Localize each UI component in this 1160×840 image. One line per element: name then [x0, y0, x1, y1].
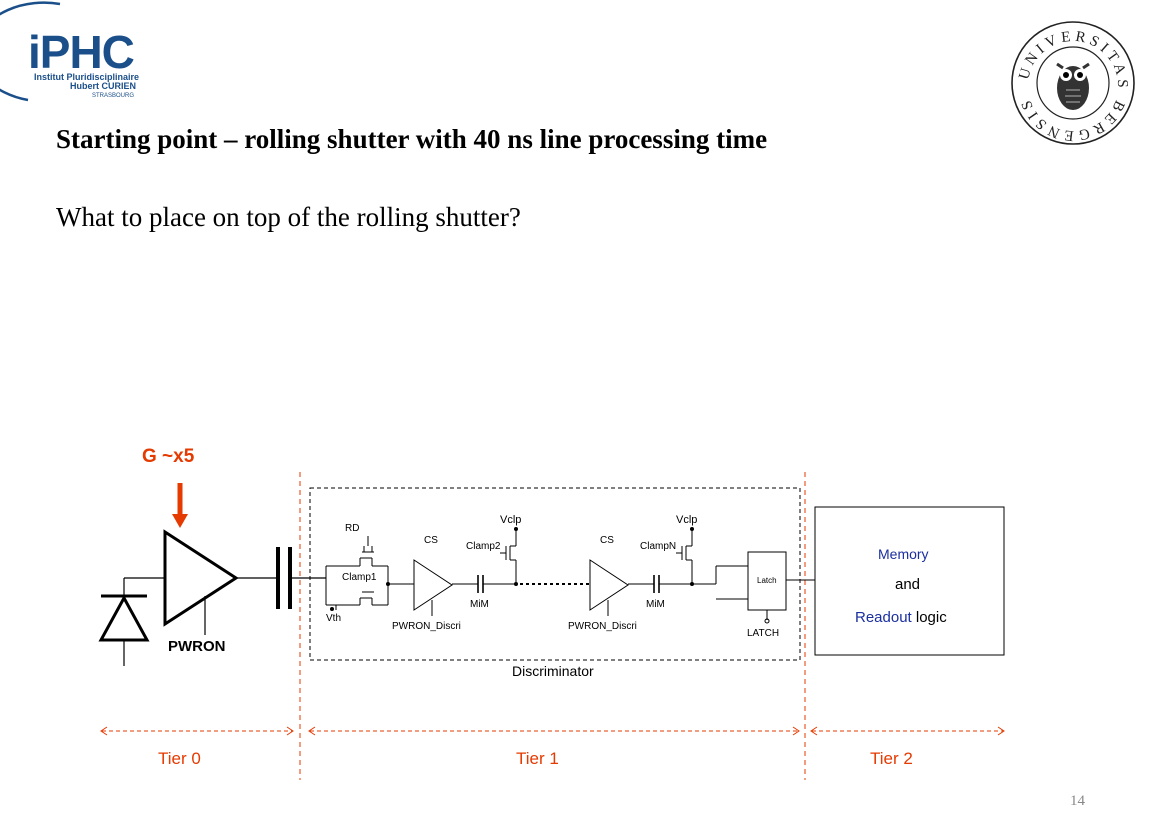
logic-label: logic — [912, 609, 948, 626]
tier1-span-arrow — [308, 726, 800, 736]
latch-pin-label: LATCH — [747, 628, 779, 639]
memory-and-label: and — [895, 576, 920, 593]
tier0-span-arrow — [100, 726, 294, 736]
slide-title: Starting point – rolling shutter with 40… — [56, 124, 768, 154]
vclp2-label: Vclp — [676, 514, 697, 526]
tier2-label: Tier 2 — [870, 749, 913, 768]
coupling-capacitor-icon — [276, 547, 326, 609]
readout-logic-label: Readout logic — [855, 609, 947, 626]
tier1-label: Tier 1 — [516, 749, 559, 768]
circuit-diagram: G ~x5 PWRON Discriminator — [98, 446, 1005, 780]
discriminator-label: Discriminator — [512, 663, 594, 679]
slide-subtitle: What to place on top of the rolling shut… — [56, 202, 521, 232]
amplifier-icon — [163, 529, 278, 635]
iphc-logo-line3: STRASBOURG — [92, 93, 134, 99]
node-dot — [386, 582, 390, 586]
vclp1-label: Vclp — [500, 514, 521, 526]
page-number: 14 — [1070, 793, 1085, 809]
iphc-logo-wordmark: iPHC — [28, 26, 134, 78]
gain-arrow-icon — [172, 483, 188, 528]
clamp1-label: Clamp1 — [342, 572, 377, 583]
node-dot — [764, 618, 770, 624]
pwron-discri1-label: PWRON_Discri — [392, 621, 461, 632]
gain-label: G ~x5 — [142, 446, 195, 467]
mim1-capacitor-icon — [452, 575, 516, 593]
vth-label: Vth — [326, 613, 341, 624]
pwron-discri2-label: PWRON_Discri — [568, 621, 637, 632]
readout-label: Readout — [855, 609, 913, 626]
tier0-label: Tier 0 — [158, 749, 201, 768]
node-dot — [690, 527, 694, 531]
mim2-capacitor-icon — [628, 575, 692, 593]
photodiode-icon — [98, 577, 165, 666]
latch-box — [747, 551, 787, 611]
clamp2-label: Clamp2 — [466, 541, 501, 552]
mim1-label: MiM — [470, 599, 489, 610]
tier2-span-arrow — [810, 726, 1005, 736]
latch-wiring — [692, 565, 815, 620]
mim2-label: MiM — [646, 599, 665, 610]
memory-label: Memory — [878, 546, 929, 562]
clamp2-transistor-icon — [500, 530, 517, 584]
cs1-amplifier-icon — [413, 559, 453, 611]
university-of-bergen-seal: UNIVERSITAS BERGENSIS — [1011, 21, 1135, 145]
pwron-label: PWRON — [168, 638, 226, 655]
latch-box-label: Latch — [757, 576, 777, 585]
owl-icon — [1056, 62, 1090, 110]
cs1-label: CS — [424, 535, 438, 546]
node-dot — [514, 527, 518, 531]
node-dot — [330, 607, 334, 611]
cs2-amplifier-icon — [589, 559, 629, 611]
clampn-label: ClampN — [640, 541, 676, 552]
discriminator-box — [309, 487, 801, 661]
iphc-logo-line1: Institut Pluridisciplinaire — [34, 72, 139, 82]
rd-label: RD — [345, 523, 359, 534]
iphc-logo: iPHC Institut Pluridisciplinaire Hubert … — [0, 1, 139, 102]
node-dot — [514, 582, 518, 586]
cs2-label: CS — [600, 535, 614, 546]
memory-readout-box — [814, 506, 1005, 656]
clampn-transistor-icon — [676, 530, 693, 584]
iphc-logo-line2: Hubert CURIEN — [70, 81, 136, 91]
